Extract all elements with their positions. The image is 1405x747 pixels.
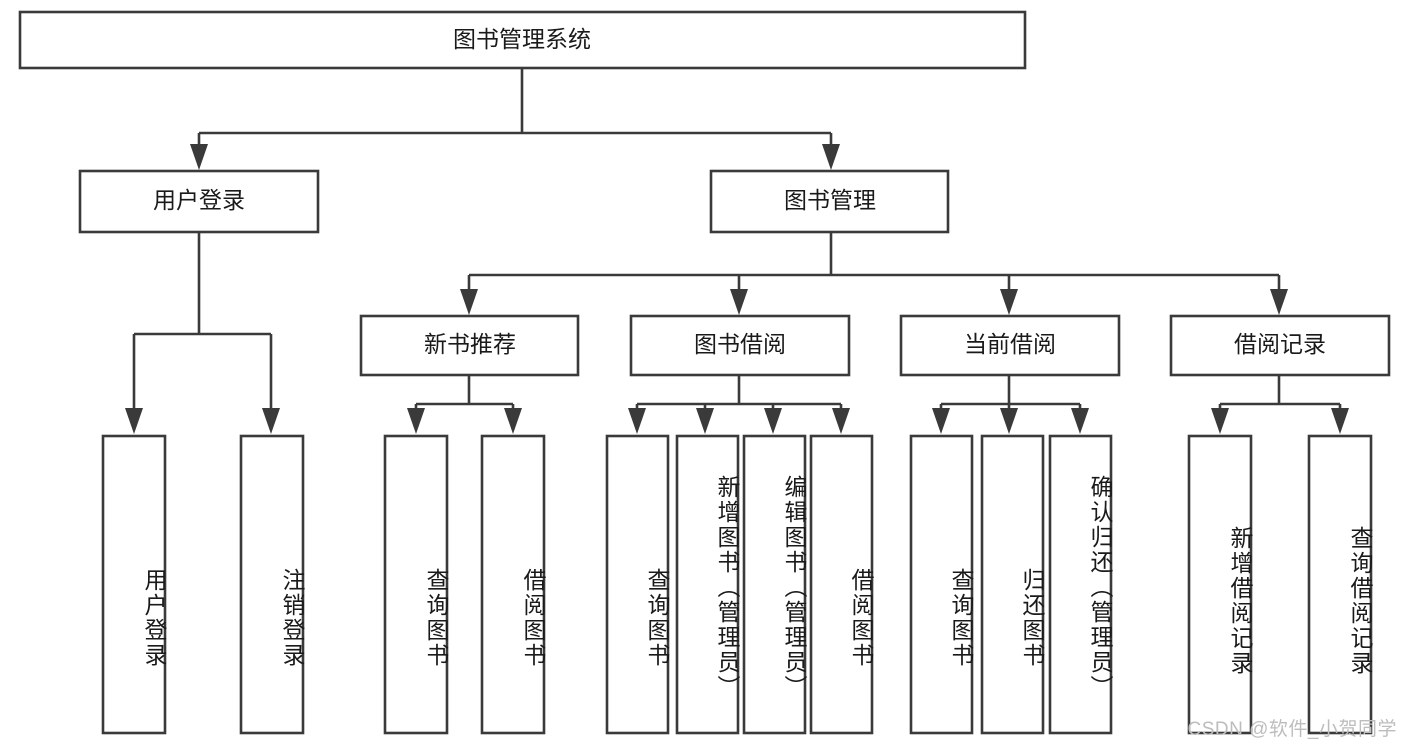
arrow-head-borrow-record bbox=[1270, 289, 1288, 315]
node-label-book-manage: 图书管理 bbox=[784, 187, 876, 213]
node-user-login[interactable]: 用户登录 bbox=[78, 169, 320, 234]
node-box-leaf-user-login[interactable] bbox=[101, 434, 167, 735]
arrow-head-leaf-borrow-book-1 bbox=[504, 408, 522, 434]
node-box-leaf-logout[interactable] bbox=[239, 434, 305, 735]
node-box-leaf-borrow-book-2[interactable] bbox=[809, 434, 874, 735]
arrow-head-leaf-query-book-3 bbox=[932, 408, 950, 434]
node-box-leaf-query-record[interactable] bbox=[1307, 434, 1373, 735]
node-box-system-root[interactable] bbox=[18, 10, 1027, 70]
node-label-current-borrow: 当前借阅 bbox=[964, 331, 1056, 357]
arrow-head-leaf-query-book-2 bbox=[628, 408, 646, 434]
node-box-book-manage[interactable] bbox=[709, 169, 950, 234]
node-box-leaf-confirm-return[interactable] bbox=[1048, 434, 1113, 735]
node-current-borrow[interactable]: 当前借阅 bbox=[899, 314, 1121, 377]
node-box-leaf-edit-book[interactable] bbox=[742, 434, 807, 735]
arrow-head-user-login bbox=[190, 144, 208, 170]
connector-borrow-record-children bbox=[1218, 375, 1342, 415]
node-box-current-borrow[interactable] bbox=[899, 314, 1121, 377]
connector-book-manage-children bbox=[467, 232, 1281, 298]
arrow-head-leaf-confirm-return bbox=[1071, 408, 1089, 434]
node-box-leaf-query-book-2[interactable] bbox=[605, 434, 670, 735]
node-box-borrow-record[interactable] bbox=[1169, 314, 1391, 377]
arrow-head-leaf-query-book-1 bbox=[407, 408, 425, 434]
arrow-head-leaf-logout bbox=[262, 408, 280, 434]
connector-group-current-borrow bbox=[932, 375, 1089, 434]
arrow-head-book-manage bbox=[822, 144, 840, 170]
node-box-leaf-query-book-3[interactable] bbox=[909, 434, 974, 735]
arrow-head-leaf-query-record bbox=[1331, 408, 1349, 434]
node-box-user-login[interactable] bbox=[78, 169, 320, 234]
node-box-leaf-borrow-book-1[interactable] bbox=[480, 434, 546, 735]
connector-group-book-borrow bbox=[628, 375, 850, 434]
arrow-head-leaf-borrow-book-2 bbox=[832, 408, 850, 434]
node-box-leaf-query-book-1[interactable] bbox=[383, 434, 449, 735]
node-borrow-record[interactable]: 借阅记录 bbox=[1169, 314, 1391, 377]
csdn-watermark: CSDN @软件_小贺同学 bbox=[1187, 719, 1397, 740]
arrow-head-leaf-add-book bbox=[696, 408, 714, 434]
node-label-user-login: 用户登录 bbox=[153, 187, 245, 213]
node-box-new-book-recommend[interactable] bbox=[359, 314, 580, 377]
connector-root-to-level2 bbox=[197, 68, 833, 152]
node-box-book-borrow[interactable] bbox=[629, 314, 851, 377]
node-book-manage[interactable]: 图书管理 bbox=[709, 169, 950, 234]
connector-group-root bbox=[190, 68, 840, 170]
connector-user-login-children bbox=[132, 232, 273, 415]
arrow-head-leaf-user-login bbox=[125, 408, 143, 434]
node-book-borrow[interactable]: 图书借阅 bbox=[629, 314, 851, 377]
node-label-borrow-record: 借阅记录 bbox=[1234, 331, 1326, 357]
arrow-head-leaf-add-record bbox=[1211, 408, 1229, 434]
node-system-root[interactable]: 图书管理系统 bbox=[18, 10, 1027, 70]
connector-book-borrow-children bbox=[635, 375, 843, 415]
node-label-book-borrow: 图书借阅 bbox=[694, 331, 786, 357]
arrow-head-new-book-recommend bbox=[460, 289, 478, 315]
node-label-system-root: 图书管理系统 bbox=[453, 26, 591, 52]
arrow-head-book-borrow bbox=[730, 289, 748, 315]
node-box-leaf-add-book[interactable] bbox=[675, 434, 740, 735]
node-label-new-book-recommend: 新书推荐 bbox=[424, 331, 516, 357]
arrow-head-leaf-return-book bbox=[1000, 408, 1018, 434]
node-box-leaf-add-record[interactable] bbox=[1187, 434, 1253, 735]
connector-group-new-book-recommend bbox=[407, 375, 522, 434]
connector-group-book-manage bbox=[460, 232, 1288, 315]
arrow-head-leaf-edit-book bbox=[764, 408, 782, 434]
node-box-leaf-return-book[interactable] bbox=[980, 434, 1045, 735]
connector-group-borrow-record bbox=[1211, 375, 1349, 434]
arrow-head-current-borrow bbox=[1000, 289, 1018, 315]
node-new-book-recommend[interactable]: 新书推荐 bbox=[359, 314, 580, 377]
connector-new-book-recommend-children bbox=[414, 375, 515, 415]
connector-group-user-login bbox=[125, 232, 280, 434]
